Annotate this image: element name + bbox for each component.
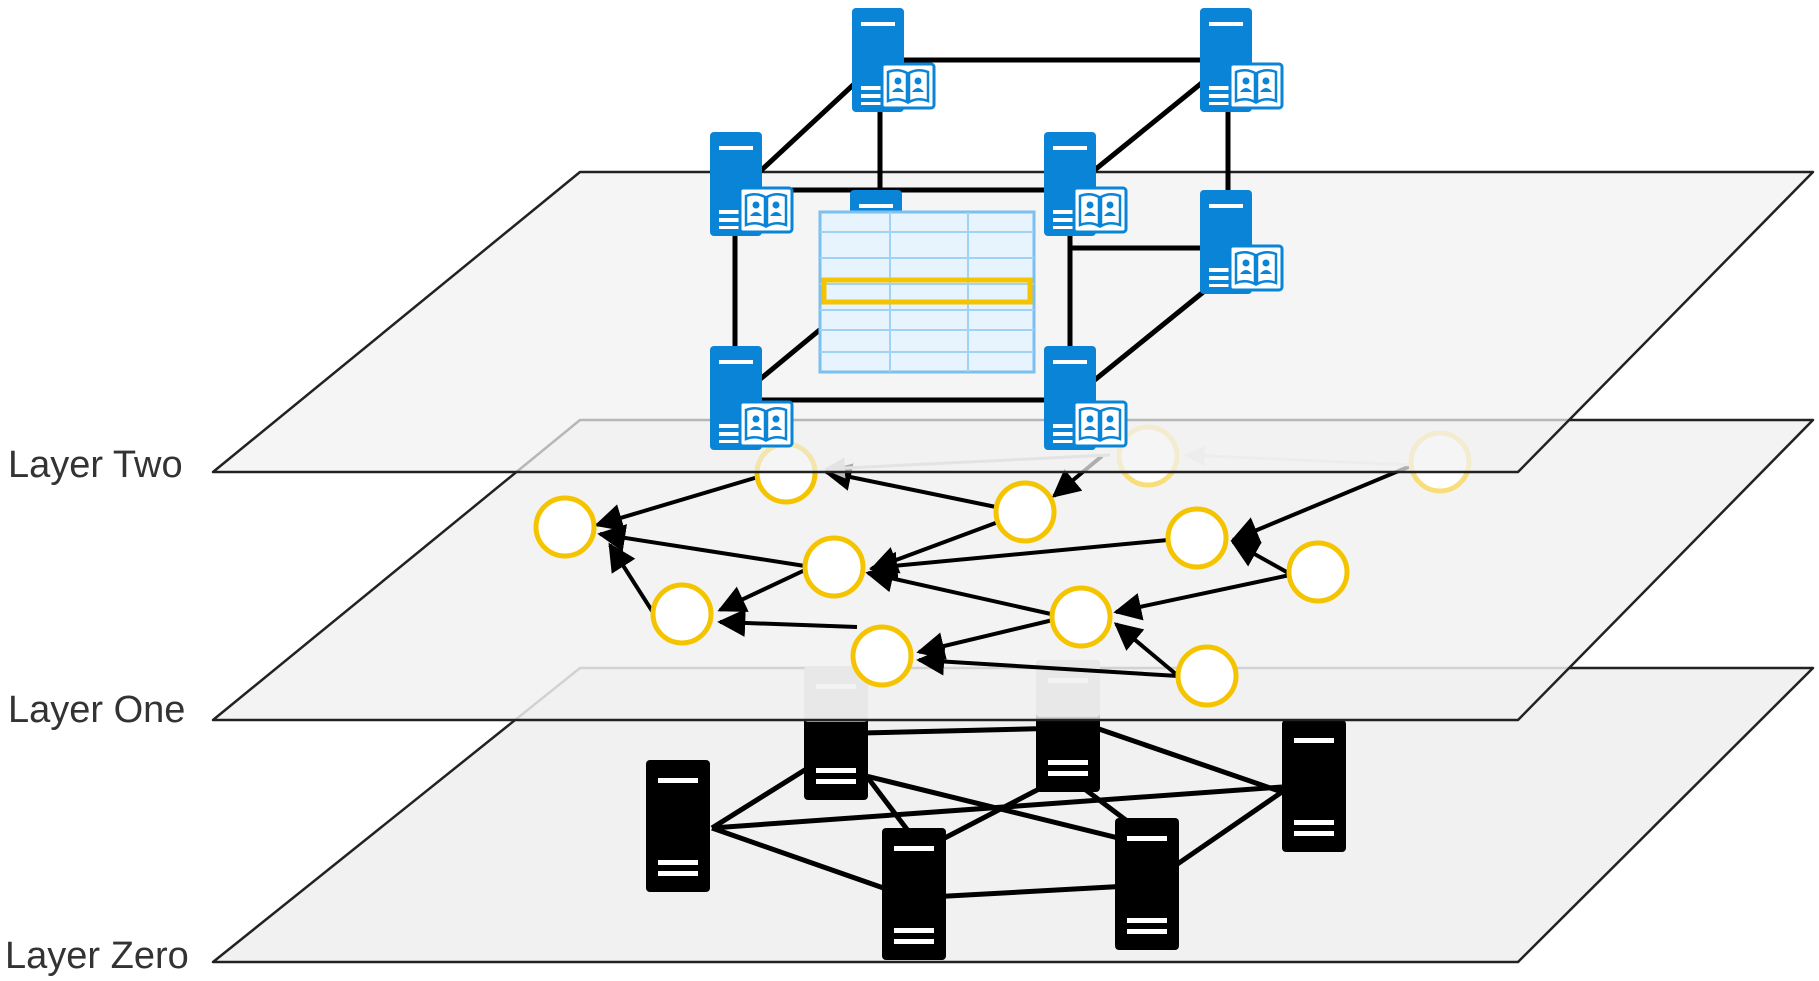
server-tower-icon	[882, 828, 946, 960]
circle-node-icon	[1165, 506, 1229, 570]
layer-two-label: Layer Two	[8, 444, 183, 486]
server-tower-icon	[1115, 818, 1179, 950]
circle-node-icon	[993, 480, 1057, 544]
circle-node-icon	[850, 624, 914, 688]
circle-node-icon	[650, 582, 714, 646]
layer-zero-label: Layer Zero	[5, 935, 189, 977]
layer-one-links	[594, 454, 1414, 678]
directory-server-icon	[1198, 6, 1284, 114]
server-tower-icon	[1282, 720, 1346, 852]
layer-one-label: Layer One	[8, 689, 186, 731]
circle-node-icon	[1175, 644, 1239, 708]
circle-node-icon	[1049, 585, 1113, 649]
server-tower-icon	[646, 760, 710, 892]
circle-node-icon	[533, 495, 597, 559]
routing-table-icon	[818, 210, 1036, 374]
circle-node-icon	[1286, 540, 1350, 604]
circle-node-icon	[802, 535, 866, 599]
